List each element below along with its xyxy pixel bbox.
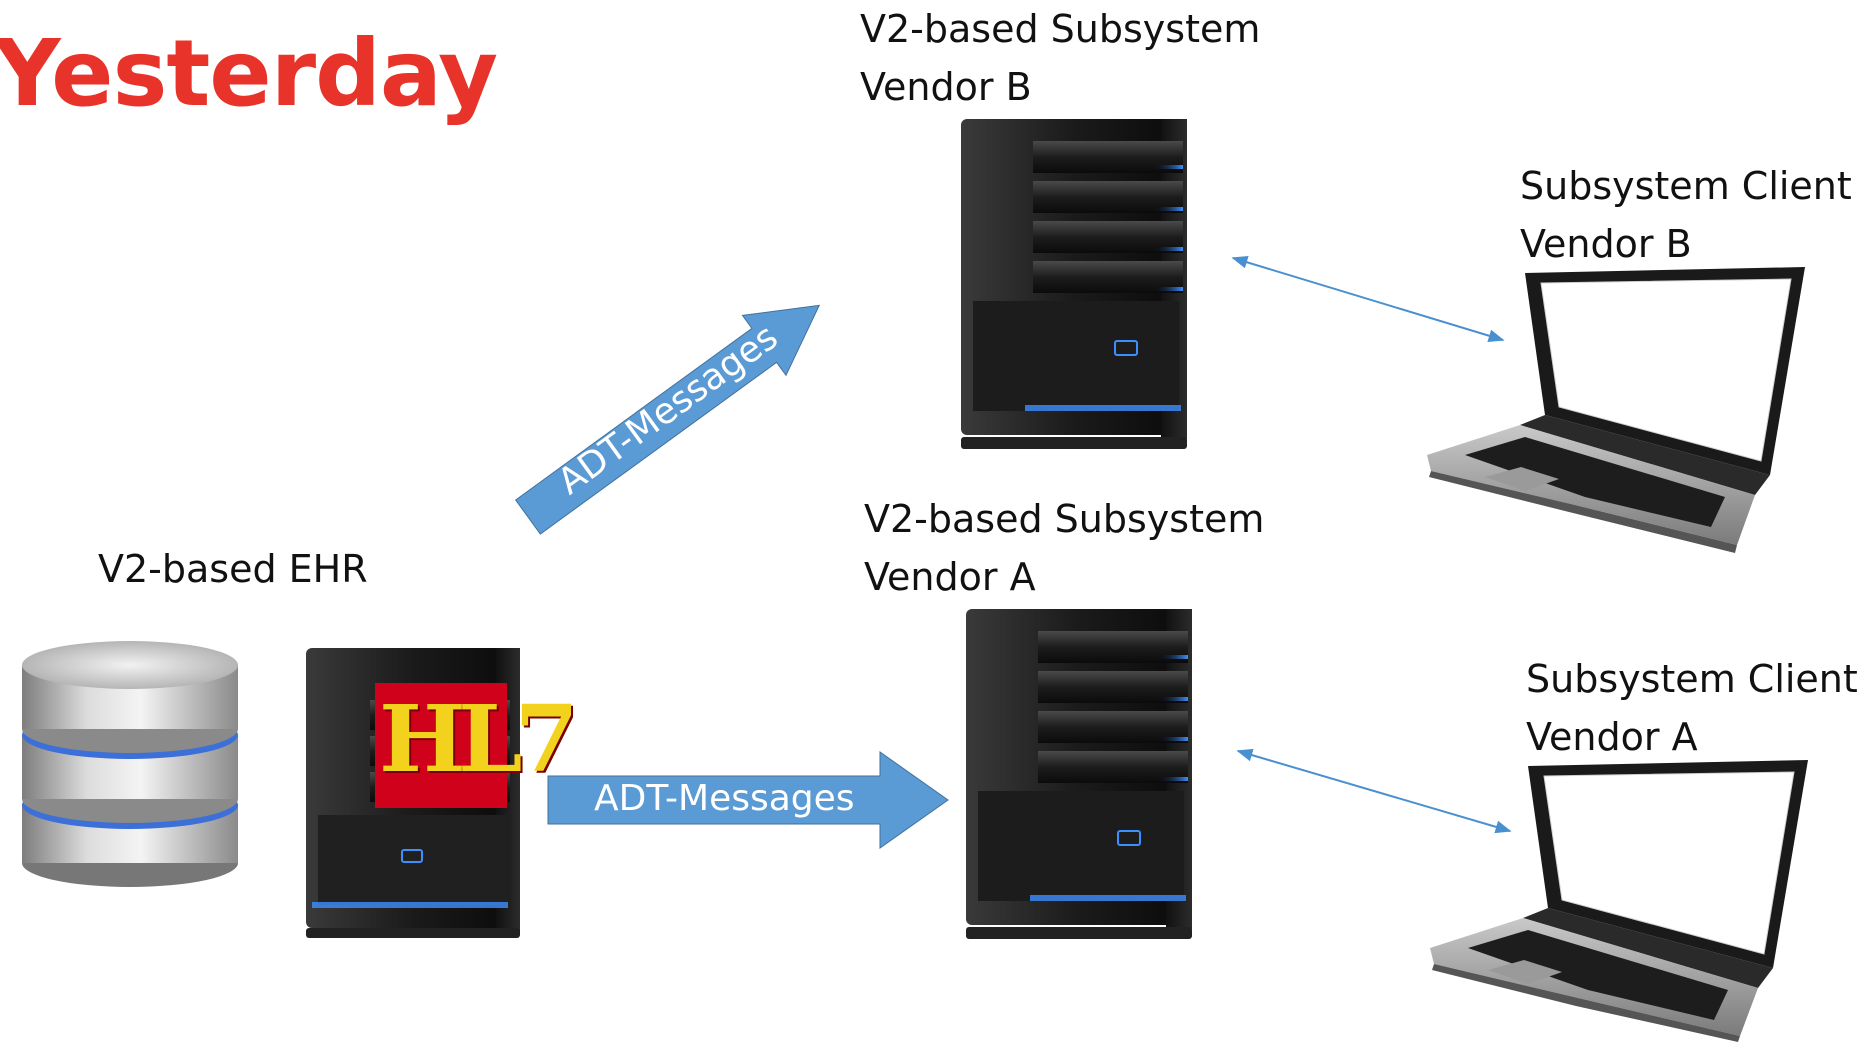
subsystem-b-label-line1: V2-based Subsystem bbox=[860, 7, 1261, 51]
connector-a bbox=[1236, 748, 1512, 834]
adt-arrow-a-label: ADT-Messages bbox=[594, 778, 855, 819]
subsystem-a-label-line1: V2-based Subsystem bbox=[864, 497, 1265, 541]
subsystem-b-label-line2: Vendor B bbox=[860, 65, 1032, 109]
client-a-label-line1: Subsystem Client bbox=[1526, 657, 1858, 701]
client-b-label-line2: Vendor B bbox=[1520, 222, 1692, 266]
adt-arrow-to-vendor-a bbox=[547, 751, 949, 849]
client-a-label-line2: Vendor A bbox=[1526, 715, 1698, 759]
adt-arrow-to-vendor-b: ADT-Messages bbox=[506, 275, 841, 546]
client-b-label-line1: Subsystem Client bbox=[1520, 164, 1852, 208]
slide-title: Yesterday bbox=[0, 20, 498, 127]
hl7-logo: HL7 bbox=[375, 683, 579, 808]
subsystem-a-server-icon bbox=[966, 609, 1192, 939]
database-icon bbox=[22, 641, 238, 887]
connector-b bbox=[1231, 256, 1505, 342]
subsystem-b-server-icon bbox=[961, 119, 1187, 449]
ehr-label: V2-based EHR bbox=[98, 547, 368, 591]
subsystem-a-label-line2: Vendor A bbox=[864, 555, 1036, 599]
laptop-a-icon bbox=[1430, 760, 1808, 1042]
laptop-b-icon bbox=[1427, 267, 1805, 553]
adt-arrow-b-label: ADT-Messages bbox=[550, 316, 786, 503]
hl7-logo-text: HL7 bbox=[379, 685, 579, 793]
